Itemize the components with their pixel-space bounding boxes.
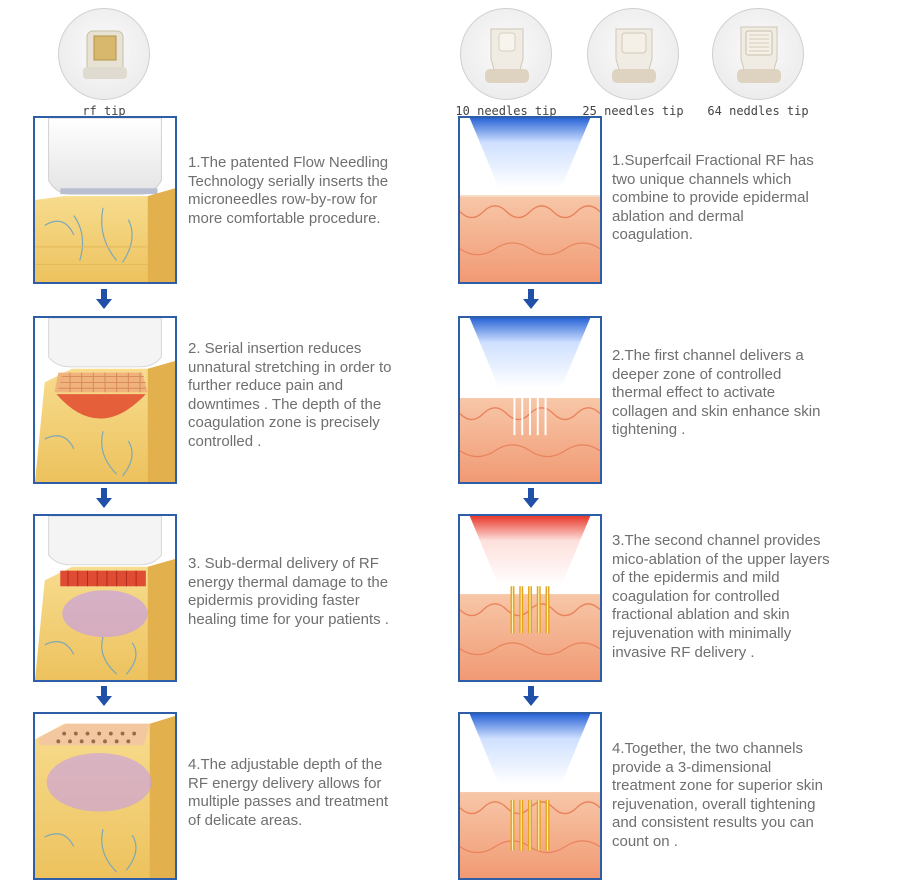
left-step-3-illustration [33, 514, 177, 682]
arrow-down-icon [523, 289, 539, 309]
arrow-down-icon [523, 686, 539, 706]
tip-10-label: 10 needles tip [455, 104, 557, 118]
arrow-down-icon [523, 488, 539, 508]
tip-64-label: 64 neddles tip [707, 104, 809, 118]
arrow-down-icon [96, 686, 112, 706]
left-step-3-text: 3. Sub-dermal delivery of RF energy ther… [188, 555, 389, 628]
tip-25-image [587, 8, 679, 100]
left-step-4-text: 4.The adjustable depth of the RF energy … [188, 756, 389, 829]
tip-10-image [460, 8, 552, 100]
tip-25-needles: 25 needles tip [577, 8, 689, 118]
right-step-4-text: 4.Together, the two channels provide a 3… [612, 740, 823, 850]
right-step-1-illustration [458, 116, 602, 284]
right-step-3-text: 3.The second channel provides mico-ablat… [612, 532, 830, 661]
tip-10-needles: 10 needles tip [450, 8, 562, 118]
left-step-1-illustration [33, 116, 177, 284]
right-step-3-illustration [458, 514, 602, 682]
right-step-2-text: 2.The first channel delivers a deeper zo… [612, 347, 821, 439]
rf-tip-image [58, 8, 150, 100]
left-step-4-illustration [33, 712, 177, 880]
tip-64-image [712, 8, 804, 100]
right-step-4-illustration [458, 712, 602, 880]
arrow-down-icon [96, 289, 112, 309]
tip-64-needles: 64 neddles tip [702, 8, 814, 118]
left-step-1-text: 1.The patented Flow Needling Technology … [188, 154, 389, 227]
rf-tip-label: rf tip [82, 104, 126, 118]
rf-tip: rf tip [56, 8, 152, 118]
left-step-2-text: 2. Serial insertion reduces unnatural st… [188, 340, 392, 450]
right-step-2-illustration [458, 316, 602, 484]
right-step-1-text: 1.Superfcail Fractional RF has two uniqu… [612, 152, 814, 244]
tip-25-label: 25 needles tip [582, 104, 684, 118]
left-step-2-illustration [33, 316, 177, 484]
arrow-down-icon [96, 488, 112, 508]
